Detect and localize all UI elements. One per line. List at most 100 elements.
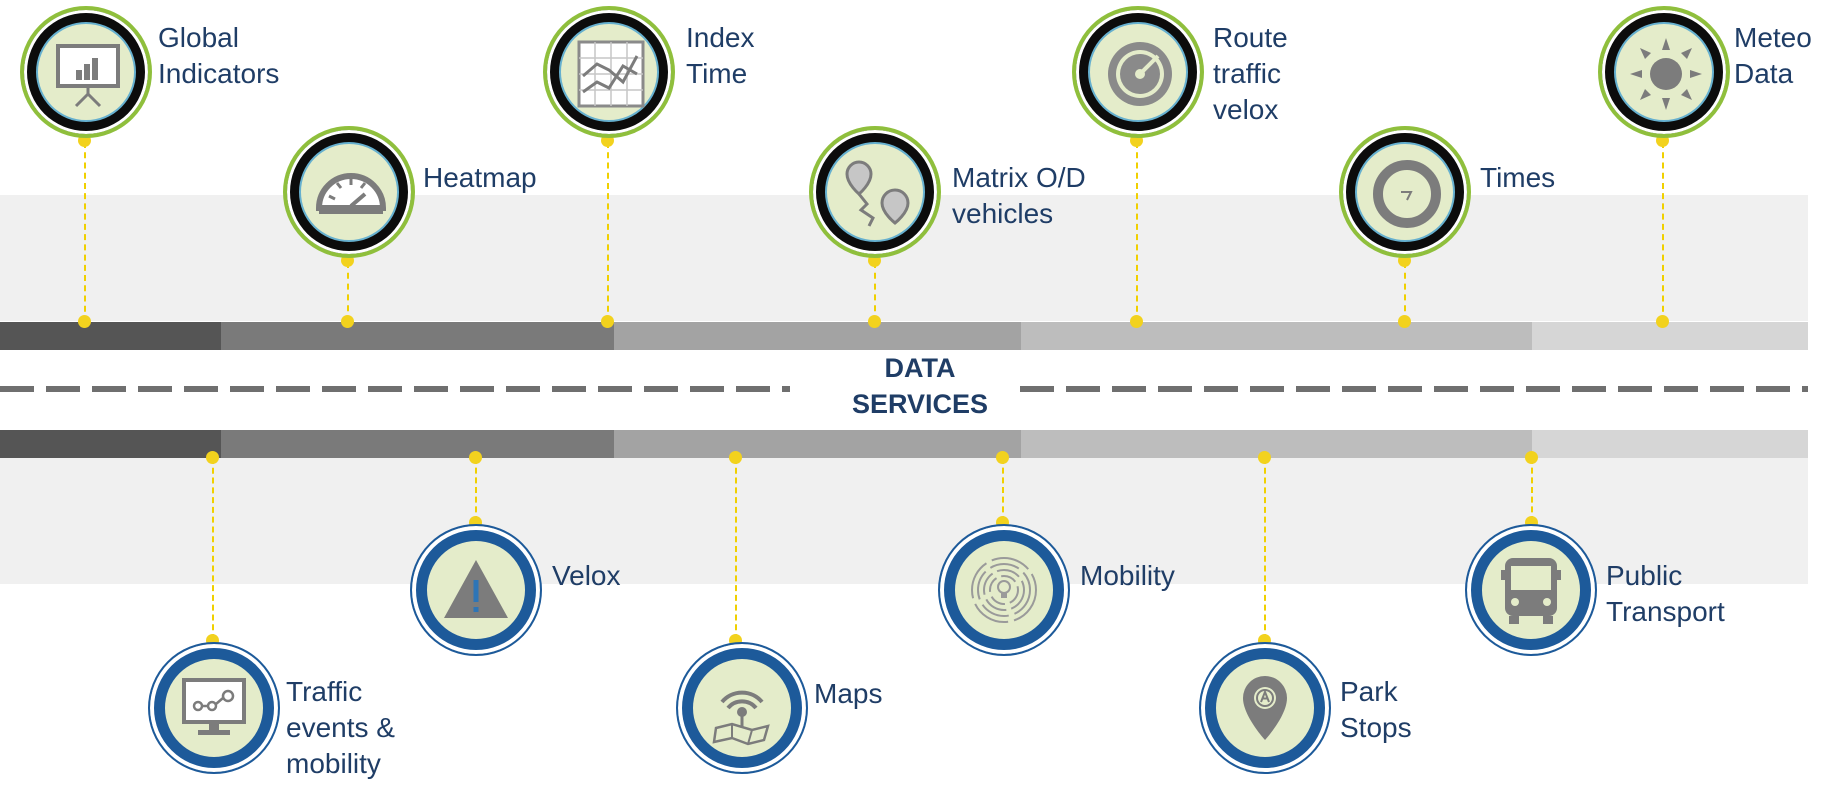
connector-dot <box>996 451 1009 464</box>
label-line: Heatmap <box>423 162 537 193</box>
top-bar-segment-5 <box>1532 322 1808 350</box>
connector-dot <box>341 315 354 328</box>
label-line: Traffic <box>286 676 363 707</box>
service-label[interactable]: Park Stops <box>1340 674 1412 746</box>
line-chart-icon <box>577 40 645 108</box>
center-title-line-1: DATA <box>884 353 956 383</box>
top-bar-segment-1 <box>0 322 221 350</box>
node-traffic-events-mobility[interactable] <box>148 642 280 774</box>
connector-dot <box>469 451 482 464</box>
node-times[interactable] <box>1339 126 1471 258</box>
top-bar-segment-2 <box>221 322 614 350</box>
connector-line <box>607 142 609 322</box>
connector-dot <box>729 451 742 464</box>
label-line: Transport <box>1606 596 1725 627</box>
gauge-icon <box>315 173 387 214</box>
node-index-time[interactable] <box>543 6 675 138</box>
connector-dot <box>601 315 614 328</box>
concentric-maze-icon <box>971 557 1037 623</box>
label-line: Mobility <box>1080 560 1175 591</box>
connector-line <box>1136 142 1138 322</box>
service-label[interactable]: Traffic events & mobility <box>286 674 395 782</box>
label-line: Global <box>158 22 239 53</box>
center-title-line-2: SERVICES <box>851 389 989 419</box>
node-maps[interactable] <box>676 642 808 774</box>
top-bar-segment-4 <box>1021 322 1532 350</box>
connector-line <box>1662 142 1664 322</box>
service-label[interactable]: Matrix O/D vehicles <box>952 160 1086 232</box>
label-line: traffic <box>1213 58 1281 89</box>
service-label[interactable]: Times <box>1480 160 1555 196</box>
label-line: Stops <box>1340 712 1412 743</box>
connector-line <box>347 262 349 322</box>
node-park-stops[interactable] <box>1199 642 1331 774</box>
node-heatmap[interactable] <box>283 126 415 258</box>
connector-dot <box>1398 315 1411 328</box>
top-bar-segment-3 <box>614 322 1021 350</box>
label-line: Public <box>1606 560 1683 591</box>
label-line: events & <box>286 712 395 743</box>
service-label[interactable]: Mobility <box>1080 558 1175 594</box>
bottom-bar-segment-4 <box>1021 430 1532 458</box>
label-line: Park <box>1340 676 1398 707</box>
label-line: vehicles <box>952 198 1054 229</box>
dashed-divider-left <box>0 386 790 392</box>
connector-dot <box>1656 315 1669 328</box>
service-label[interactable]: Heatmap <box>423 160 537 196</box>
map-pin-icon <box>1243 676 1287 740</box>
label-line: Meteo <box>1734 22 1812 53</box>
bottom-bar-segment-5 <box>1532 430 1808 458</box>
connector-dot <box>1130 315 1143 328</box>
label-line: Route <box>1213 22 1288 53</box>
node-velox[interactable] <box>410 524 542 656</box>
connector-line <box>1404 262 1406 322</box>
service-label[interactable]: Maps <box>814 676 882 712</box>
label-line: Time <box>686 58 748 89</box>
node-mobility[interactable] <box>938 524 1070 656</box>
route-pins-icon <box>845 160 910 227</box>
connector-line <box>475 458 477 522</box>
bottom-bar-segment-2 <box>221 430 614 458</box>
label-line: Matrix O/D <box>952 162 1086 193</box>
node-route-traffic-velox[interactable] <box>1072 6 1204 138</box>
label-line: velox <box>1213 94 1279 125</box>
presentation-chart-icon <box>56 44 120 108</box>
label-line: Data <box>1734 58 1794 89</box>
label-line: Indicators <box>158 58 280 89</box>
service-label[interactable]: Global Indicators <box>158 20 279 92</box>
speedometer-icon <box>1108 42 1172 106</box>
node-meteo-data[interactable] <box>1598 6 1730 138</box>
bottom-bar-segment-1 <box>0 430 221 458</box>
connector-dot <box>1525 451 1538 464</box>
service-label[interactable]: Meteo Data <box>1734 20 1812 92</box>
connector-dot <box>1258 451 1271 464</box>
connector-dot <box>206 451 219 464</box>
connector-line <box>1264 458 1266 640</box>
connector-dot <box>78 315 91 328</box>
connector-line <box>874 262 876 322</box>
connector-line <box>212 458 214 640</box>
monitor-graph-icon <box>182 678 246 735</box>
clock-icon <box>1373 160 1441 228</box>
connector-line <box>735 458 737 640</box>
sun-icon <box>1630 38 1702 110</box>
node-public-transport[interactable] <box>1465 524 1597 656</box>
node-global-indicators[interactable] <box>20 6 152 138</box>
connector-line <box>84 142 86 322</box>
label-line: Times <box>1480 162 1556 193</box>
warning-triangle-icon <box>444 560 508 618</box>
connector-dot <box>868 315 881 328</box>
service-label[interactable]: Velox <box>552 558 621 594</box>
label-line: mobility <box>286 748 381 779</box>
service-label[interactable]: Public Transport <box>1606 558 1725 630</box>
bus-icon <box>1501 558 1561 624</box>
node-matrix-od-vehicles[interactable] <box>809 126 941 258</box>
bottom-bar-segment-3 <box>614 430 1021 458</box>
service-label[interactable]: Route traffic velox <box>1213 20 1288 128</box>
map-signal-icon <box>712 690 770 746</box>
center-title: DATA SERVICES <box>790 350 1050 422</box>
service-label[interactable]: Index Time <box>686 20 755 92</box>
label-line: Index <box>686 22 755 53</box>
connector-line <box>1002 458 1004 522</box>
label-line: Velox <box>552 560 621 591</box>
